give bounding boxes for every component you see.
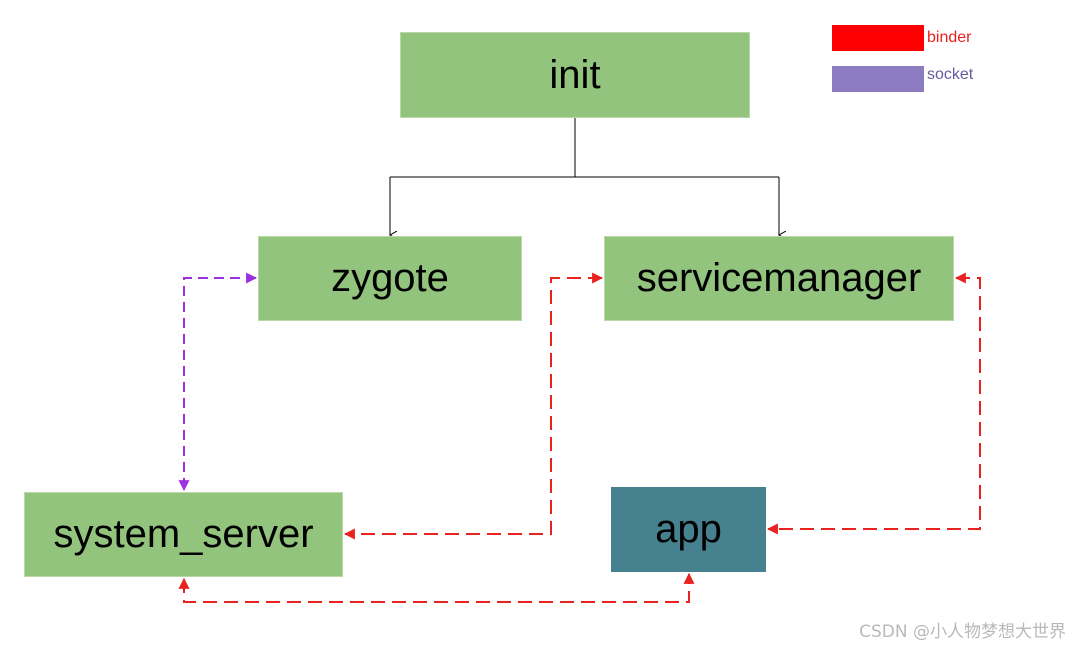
binder-servicemanager-system-server-link — [343, 272, 604, 540]
system-server-node: system_server — [24, 492, 343, 577]
init-node: init — [400, 32, 750, 118]
legend-socket-swatch — [832, 66, 924, 92]
servicemanager-label: servicemanager — [636, 256, 922, 300]
init-label: init — [549, 52, 601, 97]
zygote-label: zygote — [331, 256, 449, 300]
system-server-label: system_server — [53, 512, 314, 556]
servicemanager-node: servicemanager — [604, 236, 954, 321]
binder-system-server-app-link — [178, 572, 695, 603]
binder-servicemanager-app-link — [766, 272, 981, 535]
zygote-node: zygote — [258, 236, 522, 321]
socket-zygote-system-server-link — [178, 272, 258, 492]
app-label: app — [655, 507, 722, 551]
app-node: app — [611, 487, 766, 572]
legend-binder-swatch — [832, 25, 924, 51]
legend-socket-label: socket — [927, 66, 974, 83]
watermark: CSDN @小人物梦想大世界 — [859, 622, 1066, 642]
legend-binder-label: binder — [927, 29, 972, 46]
